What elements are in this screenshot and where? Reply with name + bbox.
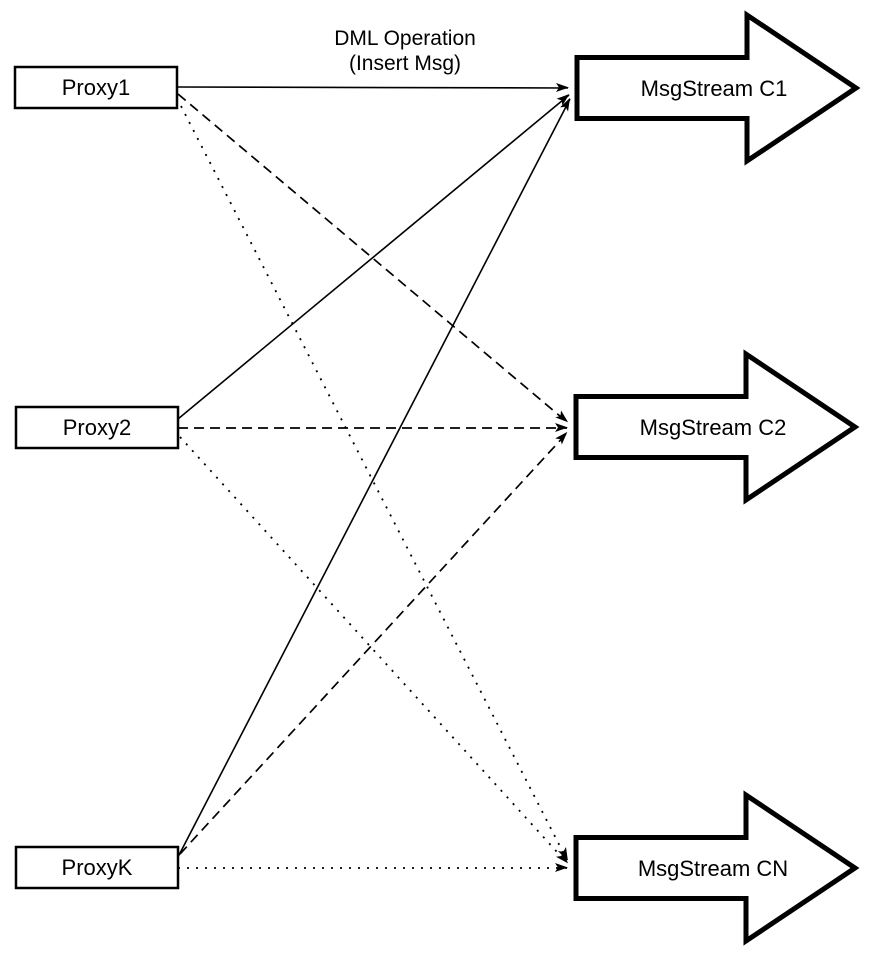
proxy2-box [14,405,180,450]
msgstream-arrow-cn: MsgStream CN [573,790,860,946]
edge-proxy1-to-c2-dashed [177,93,569,423]
edge-proxy1-to-c1-solid [176,82,570,92]
proxy-node-2: Proxy2 [14,405,180,450]
proxy1-box [13,65,179,110]
edge-proxyK-to-c1-solid [177,97,571,858]
edge-caption-line1: DML Operation [334,27,476,50]
msgstream-c2-label: MsgStream C2 [640,415,787,440]
proxy-node-1: Proxy1 [13,65,179,110]
msgstream-c1-shape [574,10,861,166]
edge-proxyK-to-c2-dashed [179,431,568,855]
proxy-node-k: ProxyK [14,845,180,890]
proxy1-label: Proxy1 [62,75,130,100]
msgstream-c2-shape [573,349,860,505]
edge-caption-line2: (Insert Msg) [349,52,461,75]
edge-proxy2-to-c1-solid [177,93,570,420]
edge-proxy2-to-cn-dotted [179,436,569,864]
msgstream-cn-shape [573,790,860,946]
msgstream-arrow-c2: MsgStream C2 [573,349,860,505]
proxyK-label: ProxyK [62,855,133,880]
msgstream-cn-label: MsgStream CN [638,856,788,881]
msgstream-arrow-c1: MsgStream C1 [574,10,861,166]
proxyK-box [14,845,180,890]
msgstream-c1-label: MsgStream C1 [641,76,788,101]
proxy2-label: Proxy2 [63,415,131,440]
edge-proxy1-to-cn-dotted [180,105,568,861]
